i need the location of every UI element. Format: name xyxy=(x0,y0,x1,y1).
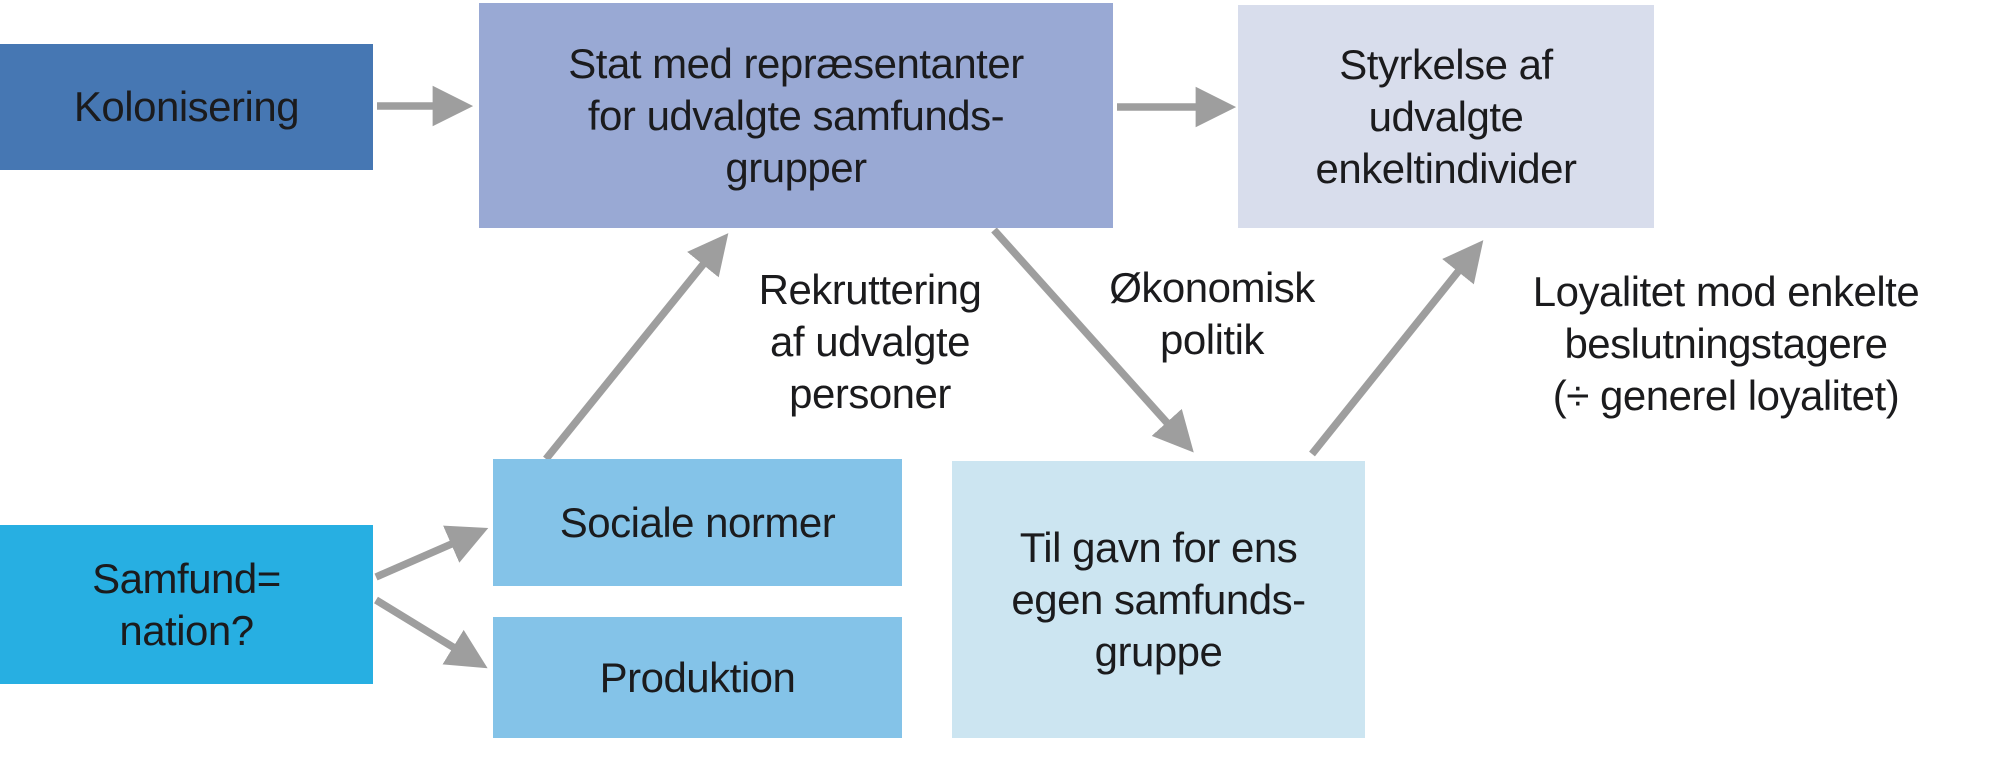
text-line: beslutningstagere xyxy=(1564,320,1888,367)
edge-label-rekruttering: Rekruttering af udvalgte personer xyxy=(690,264,1050,420)
text-line: udvalgte xyxy=(1368,92,1524,140)
text-line: af udvalgte xyxy=(770,318,971,365)
text-line: Styrkelse af xyxy=(1339,40,1553,88)
text-line: Samfund= xyxy=(92,554,281,602)
text-line: grupper xyxy=(725,143,867,191)
text-line: (÷ generel loyalitet) xyxy=(1552,372,1900,419)
node-samfund-nation: Samfund=nation? xyxy=(0,525,373,684)
node-sociale-normer: Sociale normer xyxy=(493,459,902,586)
arrow-samfund-produktion xyxy=(374,596,488,669)
text-line: egen samfunds- xyxy=(1011,575,1306,623)
text-line: nation? xyxy=(119,606,254,654)
text-line: Kolonisering xyxy=(73,83,300,130)
text-line: Sociale normer xyxy=(559,498,836,546)
text-line: Stat med repræsentanter xyxy=(568,39,1024,87)
text-line: gruppe xyxy=(1094,627,1223,675)
text-line: Økonomisk xyxy=(1109,264,1315,311)
node-produktion: Produktion xyxy=(493,617,902,738)
arrow-tilgavn-styrkelse xyxy=(1309,240,1484,457)
text-line: Til gavn for ens xyxy=(1019,523,1298,571)
text-line: Loyalitet mod enkelte xyxy=(1532,268,1920,315)
edge-label-loyalitet: Loyalitet mod enkelte beslutningstagere (÷… xyxy=(1480,266,1972,422)
text-line: Rekruttering xyxy=(758,266,982,313)
edge-label-okonomisk-politik: Økonomisk politik xyxy=(1040,262,1384,366)
arrow-samfund-sociale xyxy=(374,525,489,581)
text-line: Produktion xyxy=(599,653,796,701)
text-line: for udvalgte samfunds- xyxy=(587,91,1005,139)
arrow-sociale-stat xyxy=(543,233,729,462)
text-line: personer xyxy=(789,370,951,417)
text-line: enkeltindivider xyxy=(1315,144,1578,192)
text-line: politik xyxy=(1160,316,1264,363)
node-kolonisering: Kolonisering xyxy=(0,44,373,170)
arrow-stat-tilgavn xyxy=(991,227,1194,453)
